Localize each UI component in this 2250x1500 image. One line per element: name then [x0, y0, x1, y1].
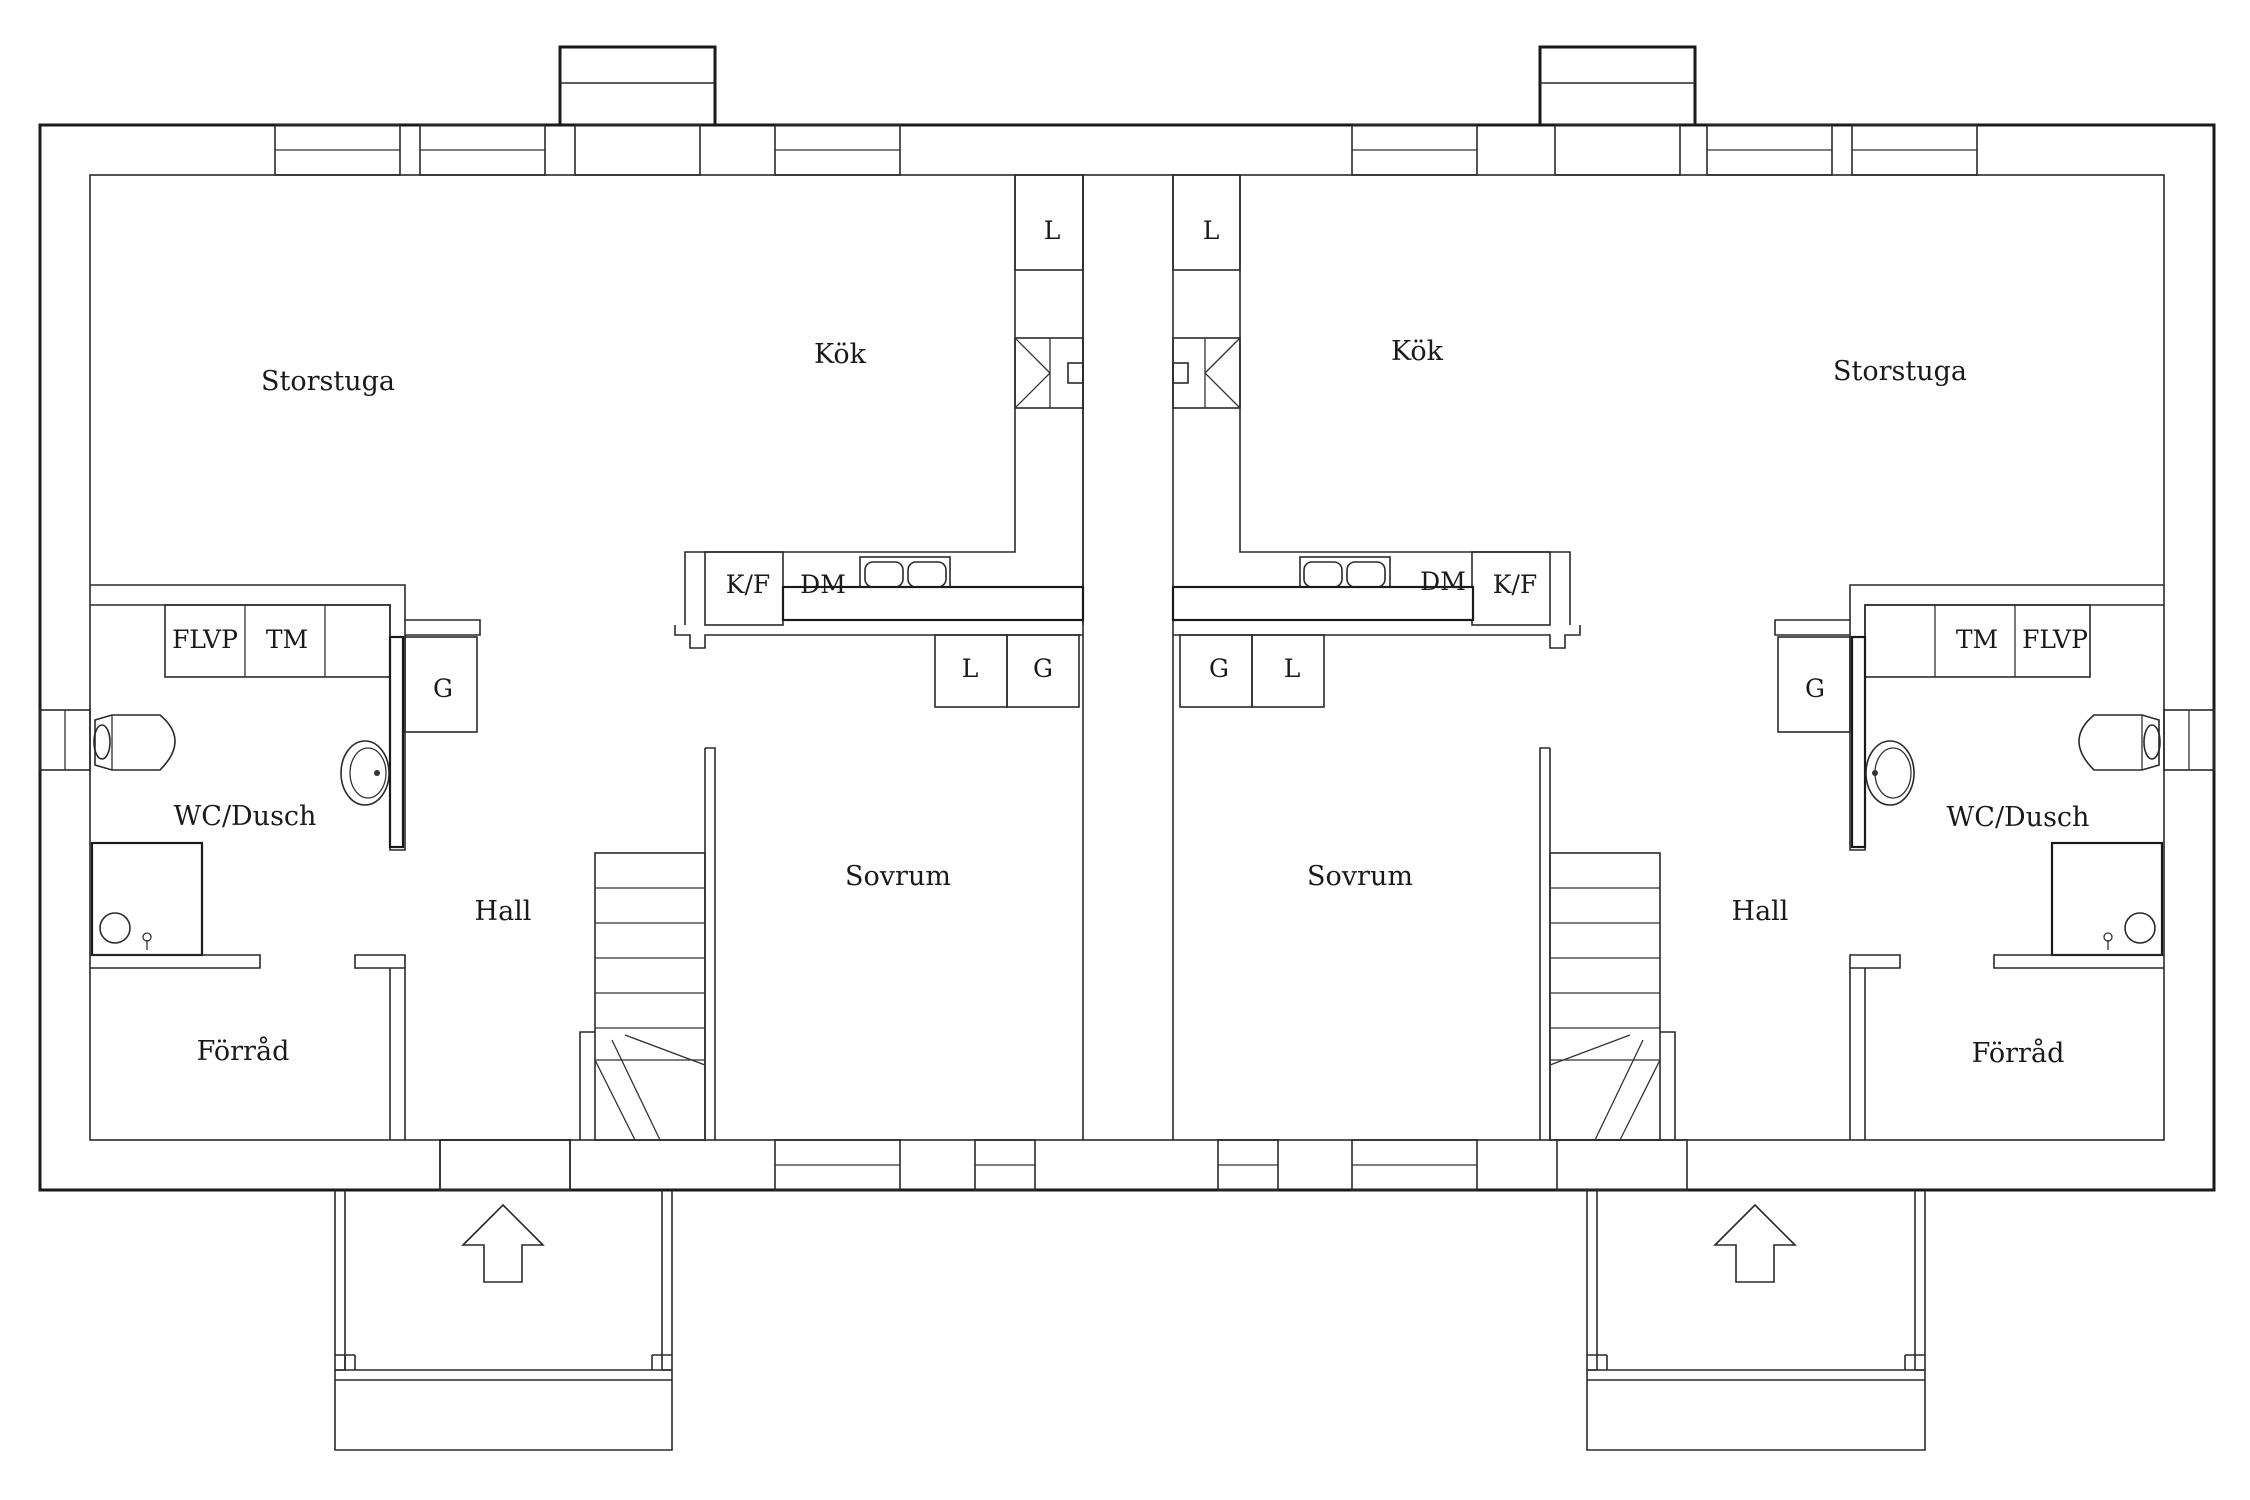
room-label-wc-dusch: WC/Dusch [174, 801, 317, 832]
appliance-label-l: L [1284, 654, 1301, 683]
appliance-label-l: L [1203, 216, 1220, 245]
room-label-hall: Hall [1732, 896, 1789, 927]
room-label-kok: Kök [1391, 336, 1444, 367]
appliance-label-l: L [962, 654, 979, 683]
outer-walls [38, 45, 2216, 1192]
appliance-label-kf: K/F [726, 570, 770, 599]
appliance-label-flvp: FLVP [2022, 625, 2088, 654]
room-label-sovrum: Sovrum [1307, 861, 1413, 892]
appliance-label-kf: K/F [1493, 570, 1537, 599]
room-label-forrad: Förråd [1972, 1037, 2065, 1069]
room-label-sovrum: Sovrum [845, 861, 951, 892]
appliance-label-g: G [1805, 674, 1825, 703]
room-label-hall: Hall [475, 896, 532, 927]
appliance-label-g: G [433, 674, 453, 703]
appliance-label-g: G [1209, 654, 1229, 683]
entrance-arrow [461, 1203, 545, 1283]
appliance-label-tm: TM [266, 625, 308, 654]
left-unit-labels: Storstuga Kök WC/Dusch Hall Sovrum Förrå… [172, 216, 1060, 1067]
windows [39, 124, 2215, 1191]
appliance-label-flvp: FLVP [172, 625, 238, 654]
right-unit [1171, 174, 2164, 1451]
appliance-label-l: L [1044, 216, 1061, 245]
left-unit [90, 174, 1085, 1451]
room-label-wc-dusch: WC/Dusch [1947, 802, 2090, 833]
appliance-label-g: G [1033, 654, 1053, 683]
right-unit-labels: Storstuga Kök WC/Dusch Hall Sovrum Förrå… [1203, 216, 2090, 1069]
room-label-storstuga: Storstuga [261, 366, 395, 397]
appliance-label-dm: DM [800, 570, 846, 599]
room-label-forrad: Förråd [197, 1035, 290, 1067]
room-label-kok: Kök [814, 339, 867, 370]
entrance-arrow [1713, 1203, 1797, 1283]
room-label-storstuga: Storstuga [1833, 356, 1967, 387]
appliance-label-dm: DM [1420, 567, 1466, 596]
appliance-label-tm: TM [1956, 625, 1998, 654]
